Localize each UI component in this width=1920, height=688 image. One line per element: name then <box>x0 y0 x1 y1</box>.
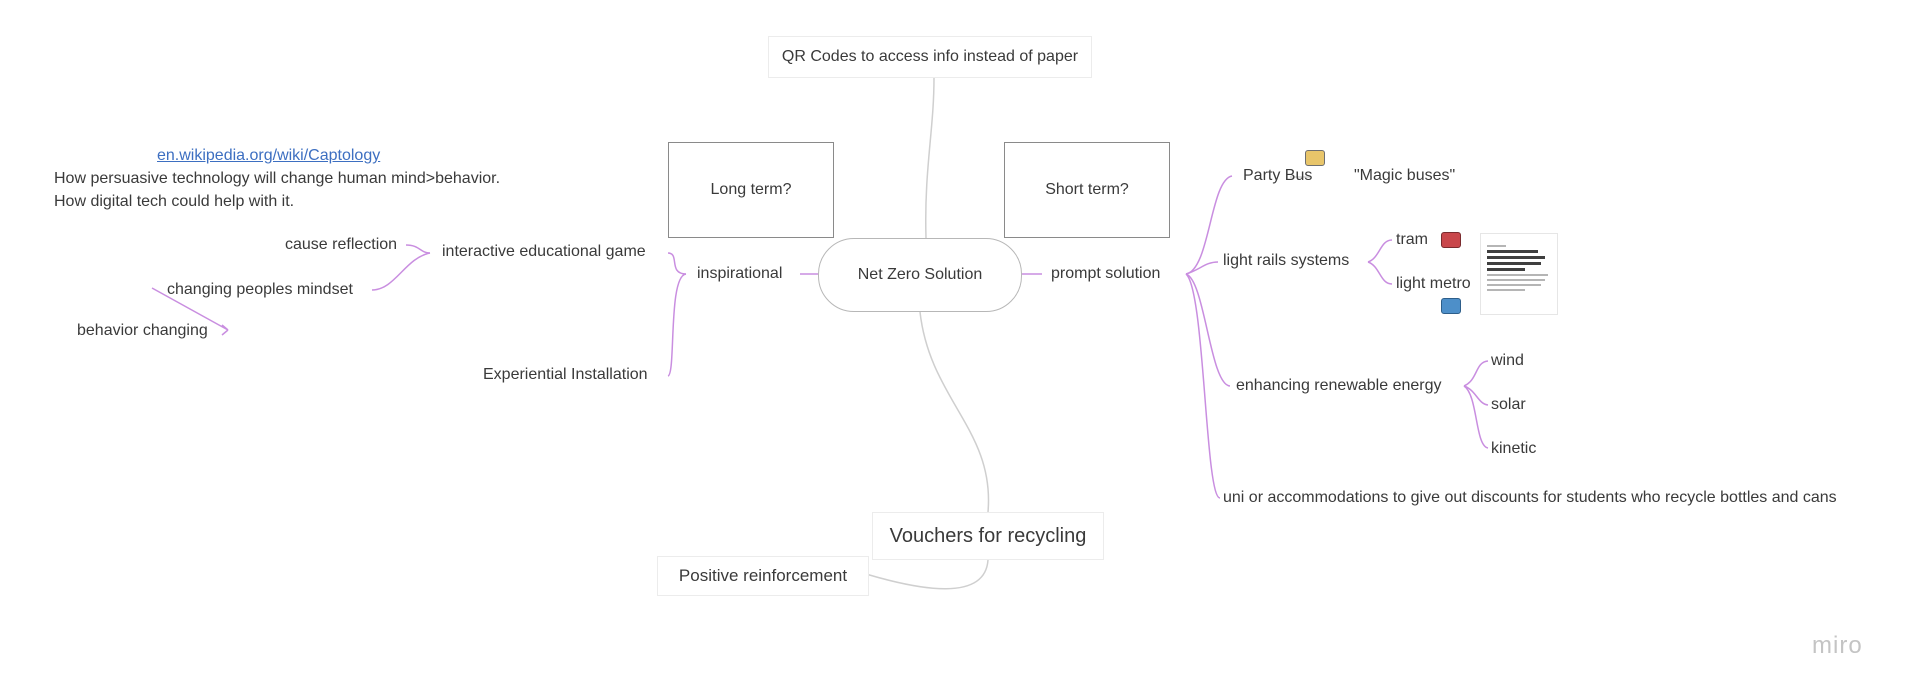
positive-reinforcement-label: Positive reinforcement <box>678 566 848 585</box>
connector-wind <box>1463 360 1489 387</box>
connector-uni <box>1185 273 1221 499</box>
node-solar[interactable]: solar <box>1491 396 1526 413</box>
bus-icon <box>1305 150 1325 166</box>
node-prompt-solution[interactable]: prompt solution <box>1051 265 1161 282</box>
vouchers-label: Vouchers for recycling <box>889 524 1087 547</box>
thumb-line <box>1487 262 1542 265</box>
connector-tram <box>1367 239 1393 263</box>
node-magic-buses[interactable]: "Magic buses" <box>1354 167 1456 184</box>
node-wind[interactable]: wind <box>1491 352 1524 369</box>
long-term-box[interactable]: Long term? <box>668 142 834 238</box>
root-node[interactable]: Net Zero Solution <box>818 238 1022 312</box>
positive-reinforcement-node[interactable]: Positive reinforcement <box>657 556 869 596</box>
tram-article-thumbnail[interactable] <box>1480 233 1558 315</box>
connector-metro <box>1367 261 1393 285</box>
node-inspirational[interactable]: inspirational <box>697 265 783 282</box>
wiki-note-line1: How persuasive technology will change hu… <box>54 170 501 187</box>
node-renewable-energy[interactable]: enhancing renewable energy <box>1236 377 1442 394</box>
connector-partybus <box>1185 175 1233 275</box>
thumb-line <box>1487 268 1526 271</box>
connector-kinetic <box>1463 385 1489 449</box>
thumb-line <box>1487 256 1545 259</box>
connector-solar <box>1463 385 1489 406</box>
node-changing-mindset[interactable]: changing peoples mindset <box>167 281 353 298</box>
node-tram[interactable]: tram <box>1396 231 1428 248</box>
connector-behavior <box>151 287 229 336</box>
connector-game <box>667 252 687 275</box>
qr-codes-label: QR Codes to access info instead of paper <box>781 48 1079 65</box>
metro-icon <box>1441 298 1461 314</box>
node-kinetic[interactable]: kinetic <box>1491 440 1537 457</box>
node-educational-game[interactable]: interactive educational game <box>442 243 646 260</box>
connector-lightrails <box>1185 261 1219 275</box>
wiki-note-line2: How digital tech could help with it. <box>54 193 295 210</box>
node-cause-reflection[interactable]: cause reflection <box>285 236 398 253</box>
thumb-line <box>1487 279 1545 281</box>
wiki-link[interactable]: en.wikipedia.org/wiki/Captology <box>157 146 380 166</box>
thumb-line <box>1487 289 1526 291</box>
node-party-bus[interactable]: Party Bus <box>1243 167 1313 184</box>
node-experiential-installation[interactable]: Experiential Installation <box>483 366 648 383</box>
long-term-label: Long term? <box>710 181 792 198</box>
node-light-metro[interactable]: light metro <box>1396 275 1471 292</box>
qr-codes-node[interactable]: QR Codes to access info instead of paper <box>768 36 1092 78</box>
connector-renewable <box>1185 273 1231 387</box>
miro-logo: miro <box>1812 632 1863 659</box>
thumb-line <box>1487 274 1548 276</box>
tram-icon <box>1441 232 1461 248</box>
thumb-line <box>1487 245 1507 247</box>
thumb-line <box>1487 250 1539 253</box>
node-light-rails[interactable]: light rails systems <box>1223 252 1350 269</box>
connector-cause <box>405 244 431 254</box>
node-uni-discounts[interactable]: uni or accommodations to give out discou… <box>1223 489 1837 506</box>
connector-vouchers <box>919 311 990 513</box>
wiki-link-text[interactable]: en.wikipedia.org/wiki/Captology <box>157 147 381 164</box>
connector-mindset <box>371 252 431 291</box>
vouchers-node[interactable]: Vouchers for recycling <box>872 512 1104 560</box>
node-behavior-changing[interactable]: behavior changing <box>77 322 208 339</box>
connector-positive <box>865 559 989 590</box>
connector-installation <box>667 273 687 377</box>
connector-qr <box>924 77 935 239</box>
root-label: Net Zero Solution <box>857 266 983 283</box>
thumb-line <box>1487 284 1542 286</box>
short-term-label: Short term? <box>1045 181 1129 198</box>
short-term-box[interactable]: Short term? <box>1004 142 1170 238</box>
